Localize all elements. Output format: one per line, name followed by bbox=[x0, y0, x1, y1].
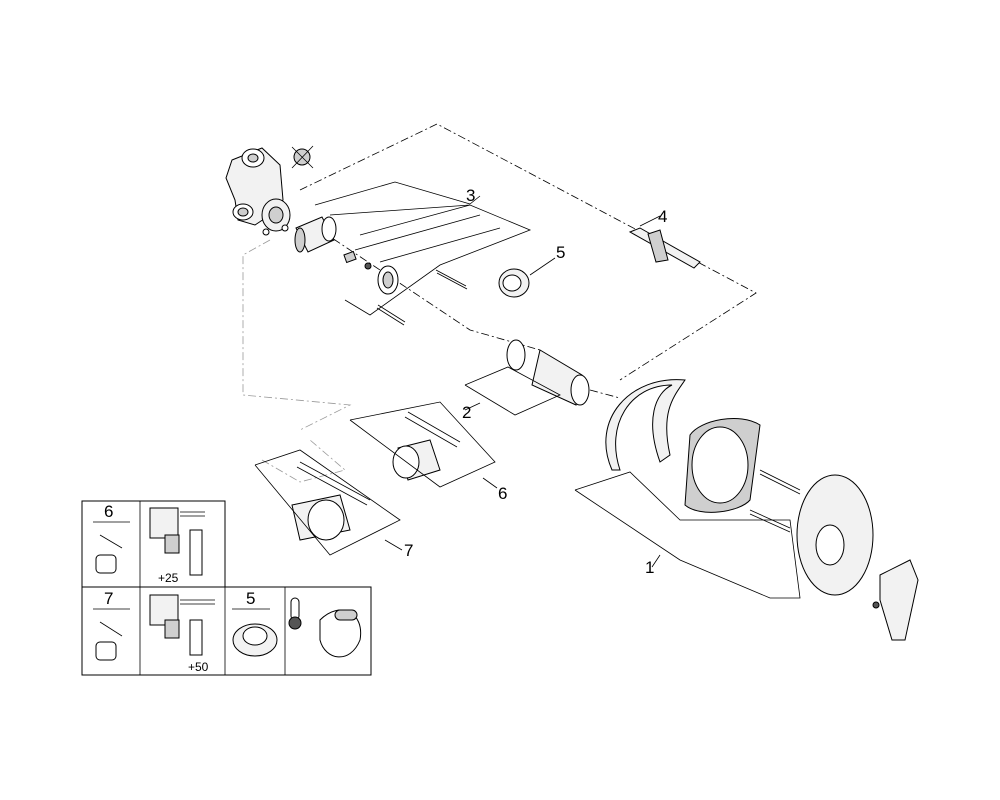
cartridge-part-6: 6 bbox=[349, 401, 507, 503]
legend-table: 6 +25 7 +50 5 bbox=[81, 500, 372, 676]
valve-body bbox=[225, 147, 291, 236]
legend-7-label: 7 bbox=[104, 589, 113, 608]
assembly-lines bbox=[242, 123, 757, 483]
trim-part-1: 1 bbox=[574, 379, 919, 641]
callout-2: 2 bbox=[462, 403, 471, 422]
stem-part-4: 4 bbox=[628, 207, 701, 269]
legend-6-dim: +25 bbox=[158, 571, 179, 585]
part-3-leader: 3 bbox=[314, 181, 532, 316]
callout-5: 5 bbox=[556, 243, 565, 262]
cartridge-part-7: 7 bbox=[254, 449, 413, 560]
legend-7-dim: +50 bbox=[188, 660, 209, 674]
callout-1: 1 bbox=[645, 558, 654, 577]
legend-6-label: 6 bbox=[104, 502, 113, 521]
callout-4: 4 bbox=[658, 207, 667, 226]
callout-6: 6 bbox=[498, 484, 507, 503]
callout-3: 3 bbox=[466, 186, 475, 205]
cap-part-5: 5 bbox=[498, 243, 565, 298]
crossed-cap-icon bbox=[291, 145, 314, 169]
callout-7: 7 bbox=[404, 541, 413, 560]
legend-5-label: 5 bbox=[246, 589, 255, 608]
sleeve-part-2: 2 bbox=[462, 339, 590, 422]
thermometer-icon bbox=[288, 597, 362, 658]
screws bbox=[376, 269, 468, 326]
cartridge-assembly bbox=[294, 216, 399, 295]
